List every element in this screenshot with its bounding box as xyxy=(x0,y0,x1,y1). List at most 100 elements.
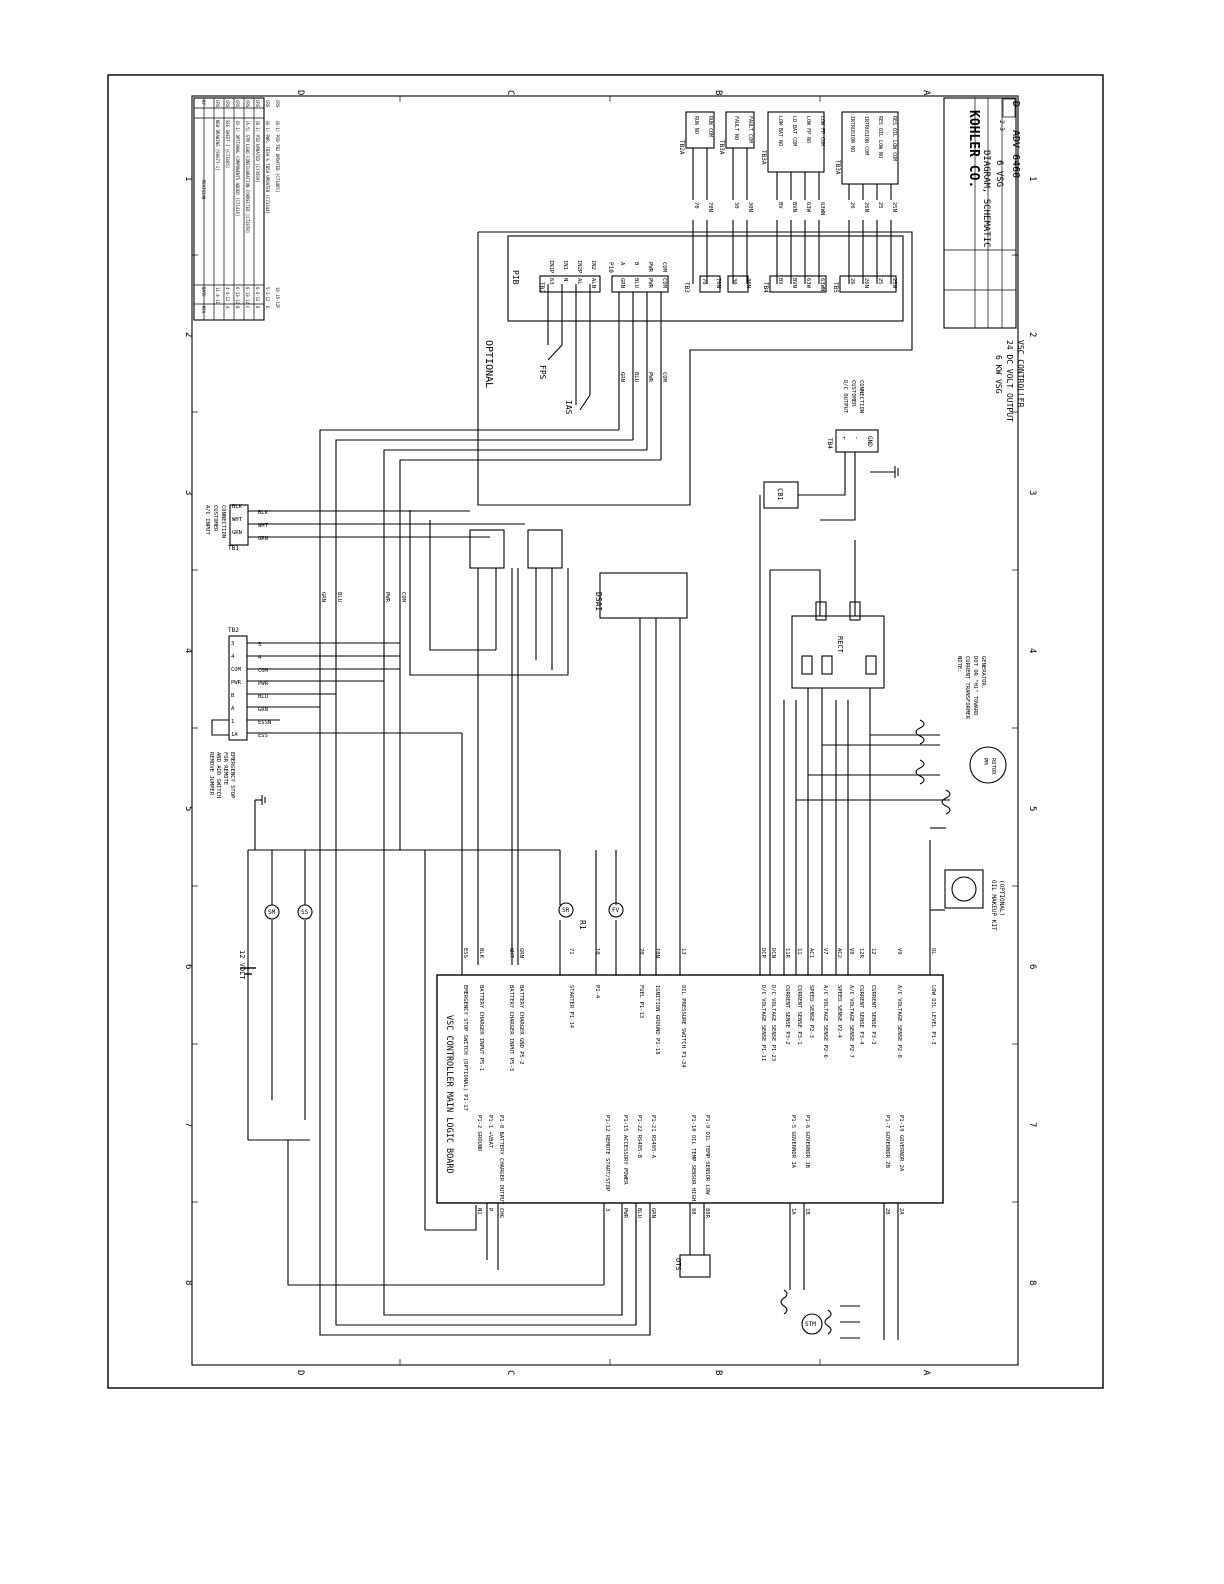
pib-p10-terminal: GRN xyxy=(619,278,625,288)
tb2-wire: 4 xyxy=(258,655,262,661)
board-pin-label: D/C VOLTAGE SENSE P1-11 xyxy=(760,985,766,1061)
board-pin-wire: GRN xyxy=(518,948,524,958)
board-pin-wire: P xyxy=(487,1208,493,1212)
ebg-ground-1 xyxy=(255,795,266,805)
wire-label: 70 xyxy=(693,202,699,209)
tb2-box xyxy=(228,635,248,741)
sm-solenoid xyxy=(264,904,280,920)
tb4-terminal: GND xyxy=(866,436,873,447)
pib-tb2-wire: IN2P xyxy=(576,260,582,274)
zone-letter: C xyxy=(505,1370,515,1375)
board-pin-wire: DCP xyxy=(760,948,766,959)
wire-label-bg xyxy=(887,200,895,220)
board-pin-wire: 1B xyxy=(804,1208,810,1215)
pib-board xyxy=(507,235,904,322)
tb2-terminal: 4 xyxy=(231,654,235,660)
board-pin-wire: ESS xyxy=(462,948,468,958)
board-pin-wire: DCN xyxy=(770,948,776,958)
ac-input-text: A/C INPUT xyxy=(204,505,210,535)
pm-rotor-windings xyxy=(915,719,951,815)
rev-header: REVISION xyxy=(201,180,206,200)
board-pin-label: A/C VOLTAGE SENSE P2-6 xyxy=(822,985,828,1058)
tb2-name: TB2 xyxy=(228,627,239,634)
tb1-terminal: WHT xyxy=(232,517,243,523)
zone-letter: A xyxy=(921,90,931,96)
wire-label-bg xyxy=(815,200,823,220)
wire-label: 25 xyxy=(877,202,883,209)
jumper-note-text: FOR REMOTE xyxy=(222,752,228,785)
ct-note-text: CURRENT TRANSFORMER xyxy=(964,656,970,720)
board-pin-wire: V9 xyxy=(896,948,902,955)
ac-input-wires xyxy=(248,510,525,538)
zone-numbers-left: 1 2 3 4 5 6 7 8 xyxy=(183,176,193,1285)
inner-frame xyxy=(191,95,1019,1366)
zone-number: 8 xyxy=(1027,1280,1037,1285)
pib-tb4-terminal: 63W xyxy=(805,278,811,289)
p10-wire-label: GRN xyxy=(619,372,625,382)
board-pin-label: CURRENT SENSE P3-2 xyxy=(784,985,790,1045)
tb4-terminal: - xyxy=(853,436,860,440)
optional-label: OPTIONAL xyxy=(483,340,494,388)
pib-p10-terminal: COM xyxy=(661,278,667,289)
tb2-wire: COM xyxy=(258,668,269,674)
rev-letter: D xyxy=(255,306,260,309)
stm-label: STM xyxy=(805,1321,816,1328)
tb2-wire: 3 xyxy=(258,642,261,648)
pib-tb2-name: TB2 xyxy=(538,282,545,293)
tb2-terminal: 1 xyxy=(231,719,234,725)
oil-makeup-kit xyxy=(944,869,984,909)
pib-p10-name: P10 xyxy=(607,262,614,273)
sheet-number: 2-3 xyxy=(998,120,1005,131)
rev-by: CRS xyxy=(235,100,240,108)
rev-by: CRS xyxy=(275,100,280,108)
wire-label: 63W xyxy=(805,202,811,213)
zone-letter: B xyxy=(713,1370,723,1375)
bus-wire-label: BLU xyxy=(336,592,342,602)
wire-label-bg xyxy=(703,200,711,220)
board-pin-label: P1-2 GROUND xyxy=(476,1115,482,1151)
bus-wire-label: COM xyxy=(400,592,406,603)
tb3a-2-label: LOW BAT NO xyxy=(777,116,783,146)
dc-output-text: CUSTOMER xyxy=(850,380,856,407)
p10-wire-label: COM xyxy=(661,372,667,383)
rev-description: SEE SHEET 1 [C71085] xyxy=(225,120,230,168)
tb1-wire: BLK xyxy=(258,510,269,516)
rev-by: CRS xyxy=(255,100,260,108)
pib-tb5-name: TB5 xyxy=(832,282,839,293)
tb1-terminal: GRN xyxy=(232,530,242,536)
board-pin-wire: V8 xyxy=(848,948,854,955)
board-pin-label: P1-6 GOVERNOR 1B xyxy=(804,1115,810,1169)
board-title: VSC CONTROLLER MAIN LOGIC BOARD xyxy=(444,1015,454,1174)
board-pin-label: CURRENT SENSE P3-1 xyxy=(796,985,802,1045)
zone-number: 7 xyxy=(1027,1122,1037,1127)
pib-tb2-wire: IN1P xyxy=(548,260,554,274)
wire-label-bg xyxy=(845,200,853,220)
rev-date: 8-4-12 xyxy=(255,287,260,302)
pib-tb5-terminal: 25N xyxy=(891,278,897,288)
company-logo: KOHLER CO. xyxy=(966,110,981,188)
tb5a-label: INTRUSION NO xyxy=(849,116,855,152)
wire-label-bg xyxy=(873,200,881,220)
tb2-wire: PWR xyxy=(258,681,269,687)
tb2-wire: ESSN xyxy=(258,720,271,726)
rev-letter: B xyxy=(235,306,240,309)
tb4-name: TB4 xyxy=(826,438,833,449)
pib-label: PIB xyxy=(511,270,520,285)
relay-k2 xyxy=(527,529,563,569)
diode-5 xyxy=(849,601,861,621)
board-pin-label: P1-5 GOVERNOR 1A xyxy=(790,1115,796,1169)
zone-number: 1 xyxy=(1027,176,1037,181)
diode-2 xyxy=(821,655,833,675)
board-pin-wire: I0 xyxy=(594,948,600,955)
pib-tb2-wire: IN2 xyxy=(590,260,596,270)
sr-label: SR xyxy=(562,907,570,914)
sr-relay xyxy=(558,902,574,918)
rev-by: CRS xyxy=(245,100,250,108)
board-pin-wire: V7 xyxy=(822,948,828,955)
pib-tb4-terminal: BVN xyxy=(791,278,797,288)
pib-tb2-connector xyxy=(539,275,601,293)
ss-label: SS xyxy=(301,909,309,916)
wire-label-bg xyxy=(859,200,867,220)
